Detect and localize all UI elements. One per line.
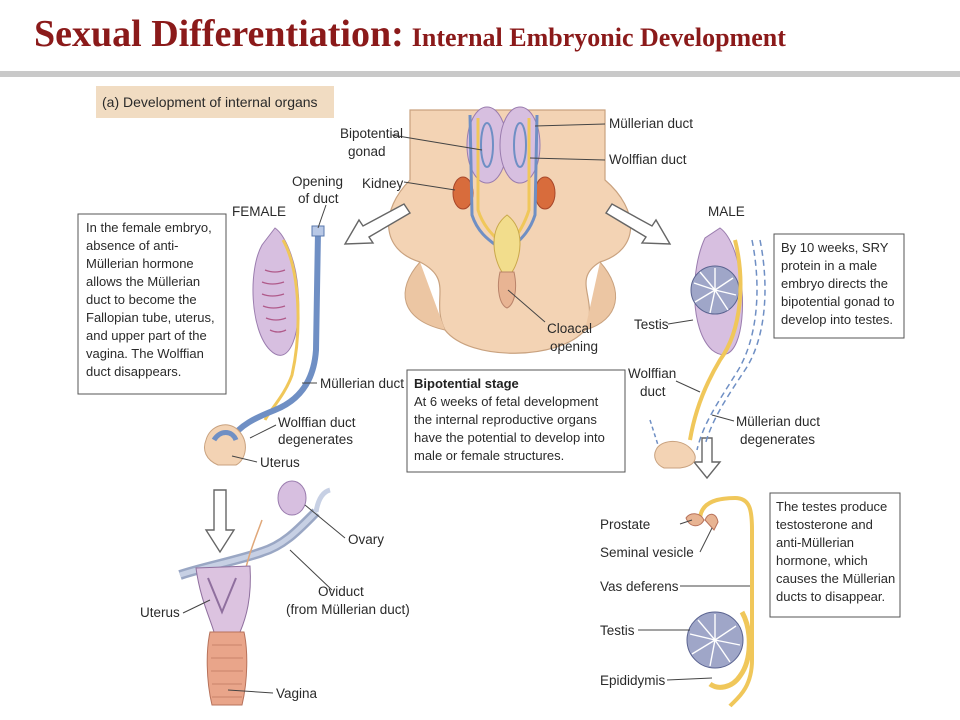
male-info-line: embryo directs the [781, 276, 888, 291]
arrow-to-male [605, 203, 672, 245]
male-info-line: By 10 weeks, SRY [781, 240, 889, 255]
female-adult-illustration [178, 480, 331, 706]
testes-info-line: ducts to disappear. [776, 589, 885, 604]
label-oviduct: (from Müllerian duct) [286, 602, 410, 617]
testes-info-line: hormone, which [776, 553, 868, 568]
label-bipotential-gonad: Bipotential [340, 126, 403, 141]
label-wolffian-male: Wolffian [628, 366, 676, 381]
label-oviduct: Oviduct [318, 584, 364, 599]
testes-info-line: anti-Müllerian [776, 535, 854, 550]
bipotential-info-line: have the potential to develop into [414, 430, 605, 445]
male-info-line: develop into testes. [781, 312, 893, 327]
label-mullerian-duct: Müllerian duct [609, 116, 693, 131]
label-opening-of-duct: of duct [298, 191, 339, 206]
female-info-line: duct disappears. [86, 364, 181, 379]
leader-lines [182, 123, 750, 694]
label-seminal-vesicle: Seminal vesicle [600, 545, 694, 560]
label-mullerian-degenerates: degenerates [740, 432, 815, 447]
label-wolffian-degenerates: degenerates [278, 432, 353, 447]
label-vas-deferens: Vas deferens [600, 579, 679, 594]
arrow-to-female [343, 203, 411, 245]
label-wolffian-male: duct [640, 384, 666, 399]
female-info-line: absence of anti- [86, 238, 179, 253]
female-info-line: In the female embryo, [86, 220, 212, 235]
label-uterus-adult: Uterus [140, 605, 180, 620]
label-uterus: Uterus [260, 455, 300, 470]
female-embryo-illustration [204, 225, 325, 466]
female-info-line: Müllerian hormone [86, 256, 194, 271]
testes-info-line: causes the Müllerian [776, 571, 895, 586]
testes-info-box [769, 492, 901, 618]
label-cloacal-opening: opening [550, 339, 598, 354]
female-info-text: In the female embryo, absence of anti- M… [86, 220, 215, 379]
bipotential-info-box [406, 369, 626, 473]
label-female: FEMALE [232, 204, 286, 219]
label-ovary: Ovary [348, 532, 384, 547]
female-info-line: duct to become the [86, 292, 197, 307]
bipotential-embryo-illustration [388, 106, 632, 354]
bipotential-info-line: At 6 weeks of fetal development [414, 394, 599, 409]
female-info-line: Fallopian tube, uterus, [86, 310, 215, 325]
title-main: Sexual Differentiation: [34, 13, 404, 55]
male-embryo-illustration [649, 227, 766, 469]
female-info-line: and upper part of the [86, 328, 207, 343]
female-info-line: allows the Müllerian [86, 274, 200, 289]
female-info-line: vagina. The Wolffian [86, 346, 204, 361]
label-epididymis: Epididymis [600, 673, 666, 688]
bipotential-heading: Bipotential stage [414, 376, 519, 391]
male-info-line: bipotential gonad to [781, 294, 894, 309]
label-cloacal-opening: Cloacal [547, 321, 592, 336]
title-divider [0, 71, 960, 77]
panel-heading: (a) Development of internal organs [102, 94, 318, 110]
label-testis: Testis [634, 317, 669, 332]
label-male: MALE [708, 204, 745, 219]
label-mullerian-degenerates: Müllerian duct [736, 414, 820, 429]
panel-heading-bg [96, 86, 334, 118]
label-bipotential-gonad: gonad [348, 144, 386, 159]
male-info-box [773, 233, 905, 339]
testes-info-line: The testes produce [776, 499, 887, 514]
male-adult-illustration [685, 495, 754, 708]
label-mullerian-duct-female: Müllerian duct [320, 376, 404, 391]
label-testis-adult: Testis [600, 623, 635, 638]
label-vagina: Vagina [276, 686, 318, 701]
testes-info-line: testosterone and [776, 517, 873, 532]
bipotential-info-text: At 6 weeks of fetal development the inte… [414, 394, 605, 463]
slide-title: Sexual Differentiation: Internal Embryon… [34, 12, 786, 56]
arrow-male-down [692, 437, 722, 480]
female-info-box [77, 213, 227, 395]
label-prostate: Prostate [600, 517, 650, 532]
label-wolffian-duct: Wolffian duct [609, 152, 687, 167]
testes-info-text: The testes produce testosterone and anti… [776, 499, 895, 604]
bipotential-info-line: the internal reproductive organs [414, 412, 597, 427]
label-wolffian-degenerates: Wolffian duct [278, 415, 356, 430]
bipotential-info-line: male or female structures. [414, 448, 564, 463]
title-subtitle: Internal Embryonic Development [411, 23, 786, 52]
male-info-line: protein in a male [781, 258, 877, 273]
label-opening-of-duct: Opening [292, 174, 343, 189]
male-info-text: By 10 weeks, SRY protein in a male embry… [781, 240, 894, 327]
arrow-female-down [204, 489, 236, 554]
label-kidney: Kidney [362, 176, 404, 191]
